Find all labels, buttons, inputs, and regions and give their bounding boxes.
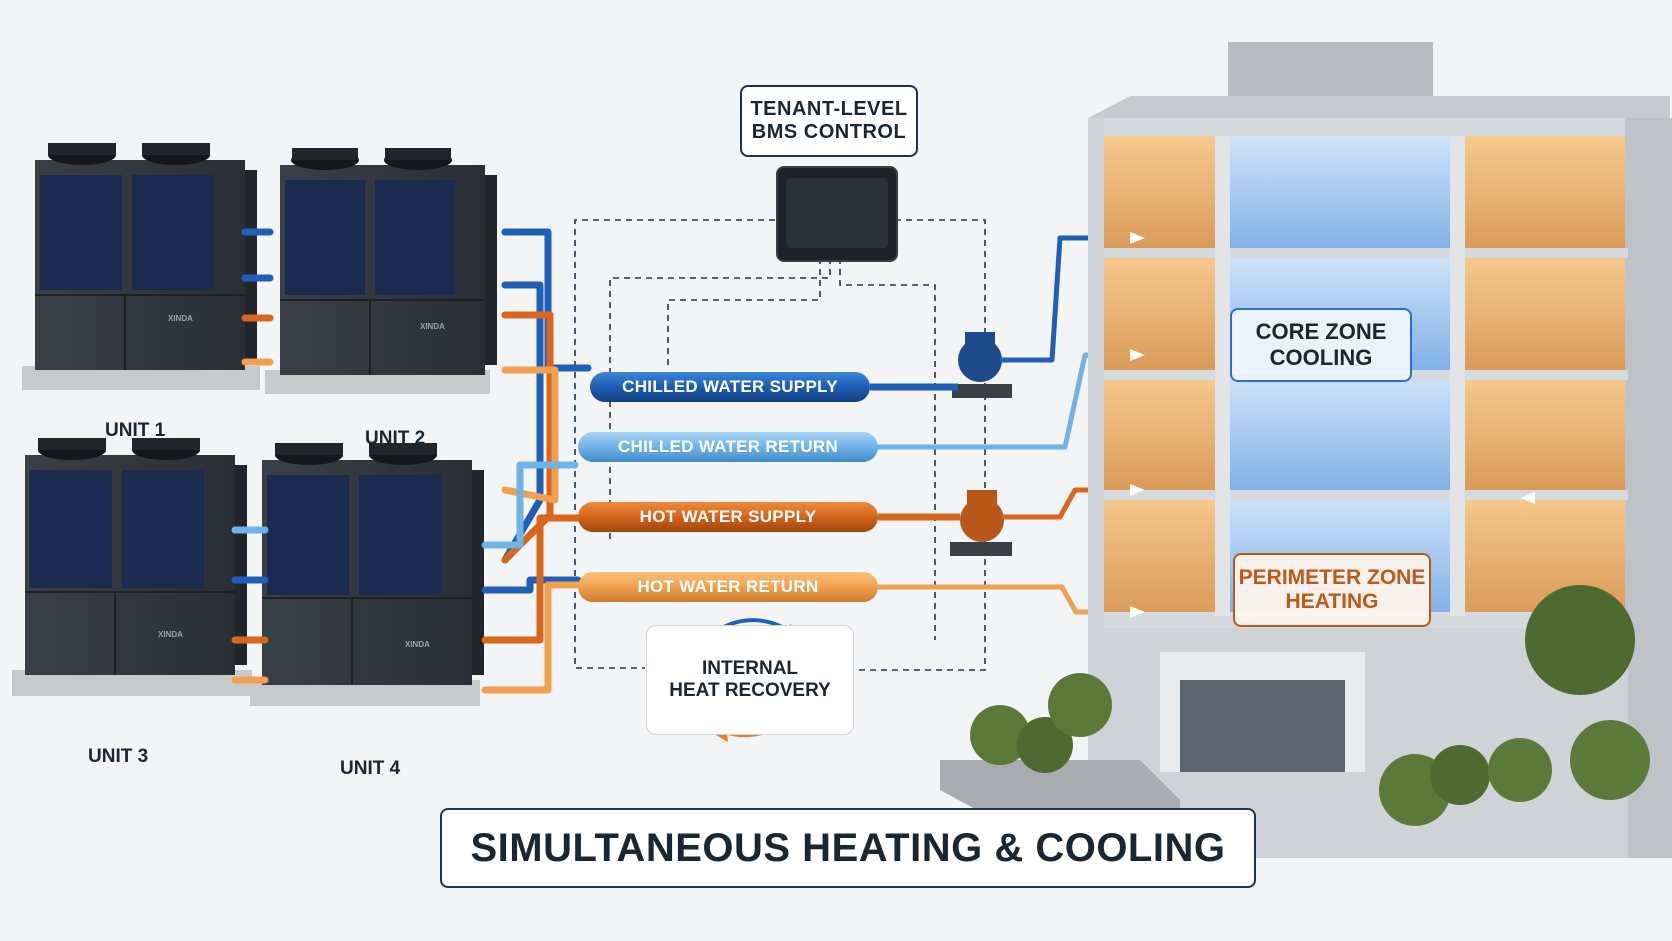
heat-recovery-line-1: INTERNAL: [701, 658, 799, 679]
perimeter-zone-line-2: HEATING: [1285, 590, 1379, 613]
title-box: SIMULTANEOUS HEATING & COOLING: [440, 808, 1256, 888]
chiller-unit-3: [12, 438, 252, 696]
zone-arrows: [1130, 232, 1535, 618]
chiller-unit-1: [22, 143, 260, 390]
chilled-water-pump: [870, 332, 1012, 398]
chiller-unit-2: [265, 148, 497, 394]
bms-control-line-2: BMS CONTROL: [751, 121, 907, 143]
hot-water-pump: [878, 490, 1012, 556]
header-hot-return: [578, 572, 878, 602]
core-zone-callout: CORE ZONE COOLING: [1230, 308, 1412, 382]
header-hot-supply: [578, 502, 878, 532]
perimeter-zone-callout: PERIMETER ZONE HEATING: [1233, 553, 1431, 627]
landscaping: [970, 585, 1650, 826]
chilled-water-return-label: CHILLED WATER RETURN: [617, 437, 839, 456]
unit-3-brand: XINDA: [158, 630, 183, 639]
bms-touch-panel[interactable]: [776, 166, 898, 262]
bms-control-line-1: TENANT-LEVEL: [750, 98, 908, 120]
chilled-water-supply-label: CHILLED WATER SUPPLY: [622, 377, 838, 396]
heat-recovery-box: INTERNAL HEAT RECOVERY: [646, 625, 854, 735]
core-zone-line-2: COOLING: [1269, 345, 1373, 370]
unit-1-brand: XINDA: [168, 314, 193, 323]
page-title: SIMULTANEOUS HEATING & COOLING: [470, 825, 1226, 870]
header-chilled-supply: [590, 372, 870, 402]
unit-piping: [231, 228, 592, 694]
hot-water-supply-label: HOT WATER SUPPLY: [639, 507, 817, 526]
hot-water-return-label: HOT WATER RETURN: [637, 577, 819, 596]
bms-control-lines: [574, 219, 986, 671]
perimeter-zone-line-1: PERIMETER ZONE: [1238, 566, 1426, 589]
core-zone-line-1: CORE ZONE: [1255, 319, 1387, 344]
unit-2-brand: XINDA: [420, 322, 445, 331]
bms-screen: [786, 178, 888, 248]
header-chilled-return: [578, 432, 878, 462]
unit-1-label: UNIT 1: [105, 420, 166, 441]
unit-2-label: UNIT 2: [365, 428, 426, 449]
chiller-unit-4: [250, 443, 484, 706]
heat-recovery-line-2: HEAT RECOVERY: [669, 680, 831, 701]
unit-4-label: UNIT 4: [340, 758, 401, 779]
unit-3-label: UNIT 3: [88, 746, 149, 767]
unit-4-brand: XINDA: [405, 640, 430, 649]
bms-control-label-box: TENANT-LEVEL BMS CONTROL: [740, 85, 918, 157]
